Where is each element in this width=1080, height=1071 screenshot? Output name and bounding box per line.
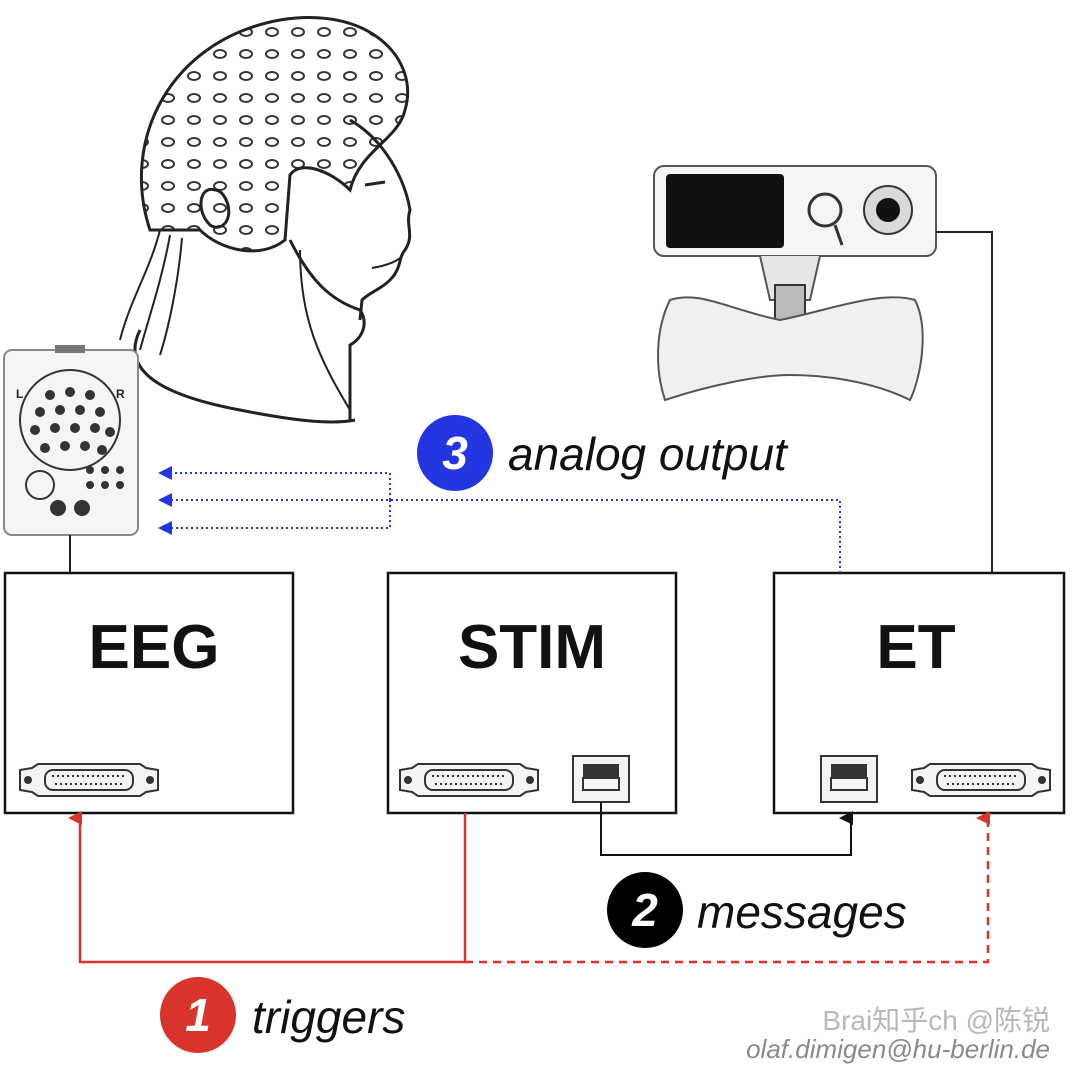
ethernet-port-icon [572,755,630,803]
credit-email: olaf.dimigen@hu-berlin.de [746,1034,1050,1064]
step-1-text: triggers [252,991,405,1043]
watermark-text: Brai知乎ch @陈锐 [822,1005,1050,1036]
step-2-number: 2 [631,884,658,936]
step-3-text: analog output [508,428,789,480]
head-with-eeg-cap-illustration [119,16,412,424]
amplifier-left-label: L [16,387,23,401]
step-3-label: 3 analog output [417,415,789,491]
parallel-port-icon [399,763,539,797]
et-box-title: ET [876,613,955,682]
step-1-label: 1 triggers [160,977,405,1053]
eeg-amplifier-device: L R [3,345,139,536]
parallel-port-icon [19,763,159,797]
eeg-box-title: EEG [89,613,220,682]
step-3-number: 3 [442,427,468,479]
triggers-connection [68,811,990,964]
ethernet-port-icon [820,755,878,803]
analog-output-connection [158,466,841,573]
amplifier-right-label: R [116,387,125,401]
step-1-number: 1 [185,989,211,1041]
stim-box-title: STIM [458,613,606,682]
step-2-label: 2 messages [607,872,907,948]
step-2-text: messages [697,886,907,938]
parallel-port-icon [911,763,1051,797]
messages-connection [600,802,853,856]
eye-tracker-device [653,165,937,402]
